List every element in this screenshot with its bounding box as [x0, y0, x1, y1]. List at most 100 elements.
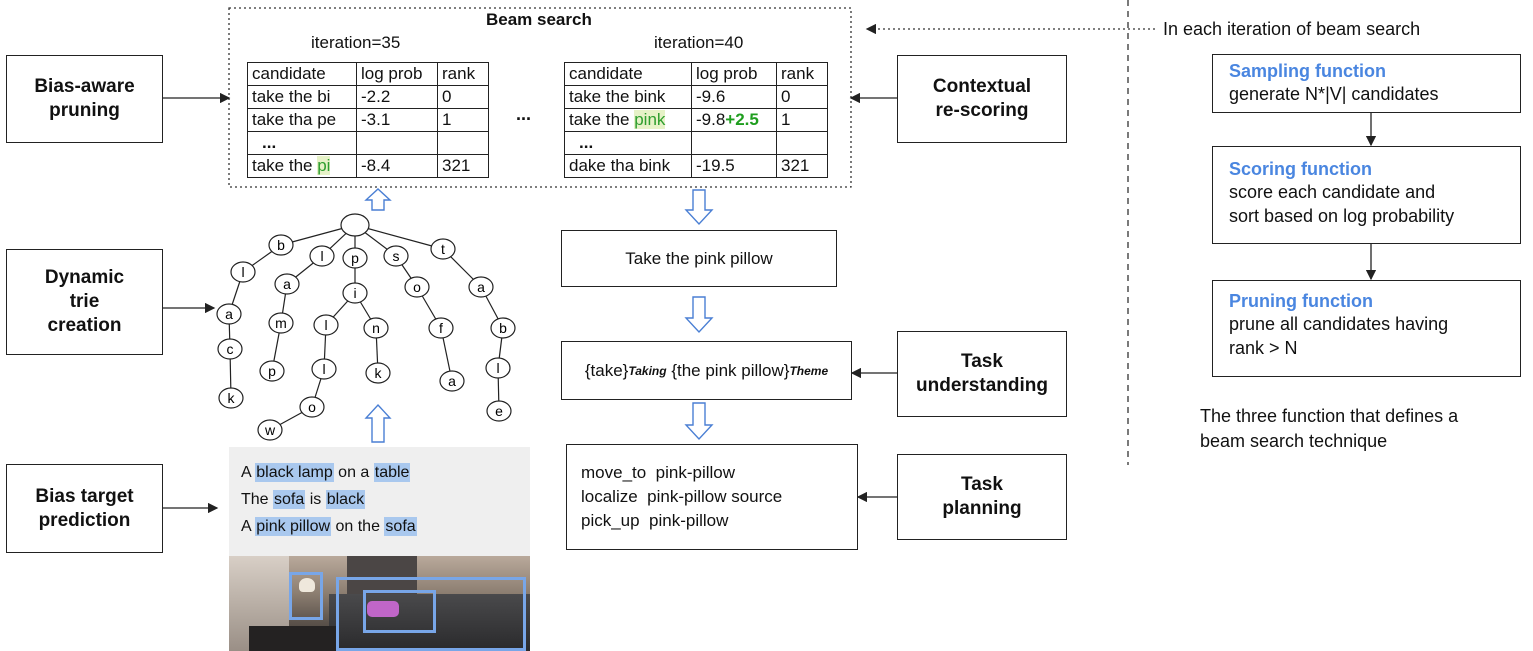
- scene-word: A: [241, 464, 256, 481]
- frame-theme-role: Theme: [789, 363, 829, 378]
- iteration-left: iteration=35: [311, 33, 401, 52]
- pink-pillow: [367, 601, 399, 617]
- header-logprob: log prob: [356, 62, 438, 86]
- cell: take the bink: [564, 85, 692, 109]
- highlight-text: pink: [634, 110, 666, 129]
- cell: -8.4: [356, 154, 438, 178]
- trie-letter: a: [225, 306, 233, 322]
- cell-text: -9.8: [696, 110, 726, 129]
- scene-line: A black lamp on a table: [241, 459, 530, 486]
- sofa: [329, 594, 530, 651]
- trie-node: p: [342, 247, 368, 269]
- trie-node: a: [274, 273, 300, 295]
- scene-highlight: sofa: [384, 517, 417, 536]
- scene-word: A: [241, 518, 256, 535]
- trie-node: b: [268, 234, 294, 256]
- table-row: ...: [564, 131, 828, 155]
- trie-letter: n: [372, 320, 380, 336]
- scene-word: on a: [333, 464, 374, 481]
- beam-table-right: candidate log prob rank take the bink -9…: [564, 62, 828, 178]
- cell: 321: [776, 154, 828, 178]
- plan-step: pick_up pink-pillow: [581, 511, 729, 530]
- plan-box: move_to pink-pillow localize pink-pillow…: [566, 444, 858, 550]
- trie-letter: i: [353, 285, 356, 301]
- label-line: Task: [961, 351, 1003, 372]
- plan-step: localize pink-pillow source: [581, 487, 783, 506]
- label-line: Bias-aware: [34, 76, 135, 97]
- caption-line: The three function that defines a: [1200, 406, 1459, 426]
- cell: 321: [437, 154, 489, 178]
- trie-node: m: [268, 312, 294, 334]
- table-row: take the pi -8.4 321: [247, 154, 489, 178]
- trie-letter: o: [308, 399, 316, 415]
- frame-take-role: Taking: [628, 363, 667, 378]
- cell: take the pi: [247, 154, 357, 178]
- recognized-text-box: Take the pink pillow: [561, 230, 837, 287]
- hollow-arrow-down-2: [684, 296, 714, 334]
- beam-table-left: candidate log prob rank take the bi -2.2…: [247, 62, 489, 178]
- scene-highlight: pink pillow: [255, 517, 332, 536]
- cell: take tha pe: [247, 108, 357, 132]
- header-rank: rank: [776, 62, 828, 86]
- frame-theme: {the pink pillow}: [671, 360, 790, 380]
- scene-word: The: [241, 491, 274, 508]
- cell: [776, 131, 828, 155]
- table-header-row: candidate log prob rank: [564, 62, 828, 86]
- trie-letter: b: [499, 320, 507, 336]
- ellipsis: ...: [516, 104, 532, 124]
- trie-letter: c: [227, 341, 234, 357]
- trie-node: o: [299, 396, 325, 418]
- cell: [437, 131, 489, 155]
- scene-highlight: sofa: [273, 490, 306, 509]
- cell: dake tha bink: [564, 154, 692, 178]
- label-line: Task: [961, 474, 1003, 495]
- bbox-pillow: [363, 590, 436, 633]
- label-line: prediction: [38, 509, 131, 531]
- step-title: Scoring function: [1229, 159, 1372, 179]
- side-heading: In each iteration of beam search: [1163, 19, 1421, 39]
- trie-letter: l: [496, 360, 499, 376]
- step-sampling: Sampling function generate N*|V| candida…: [1212, 54, 1521, 113]
- cell: take the pink: [564, 108, 692, 132]
- step-body: score each candidate and: [1229, 182, 1436, 202]
- trie-letter: m: [275, 315, 287, 331]
- cell-text: take the: [252, 156, 318, 175]
- cell: 1: [776, 108, 828, 132]
- trie-letter: f: [439, 320, 443, 336]
- label-line: Dynamic: [44, 267, 125, 288]
- trie-letter: o: [413, 279, 421, 295]
- trie-letter: a: [477, 279, 485, 295]
- trie-letter: k: [228, 390, 236, 406]
- cell: -3.1: [356, 108, 438, 132]
- label-line: Bias target: [35, 485, 134, 507]
- scene-description: A black lamp on a table The sofa is blac…: [229, 447, 530, 556]
- trie-letter: t: [441, 241, 445, 257]
- label-line: Contextual: [932, 76, 1032, 97]
- trie-letter: l: [320, 248, 323, 264]
- label-line: re-scoring: [935, 100, 1029, 121]
- table-row: take the bink -9.6 0: [564, 85, 828, 109]
- cell: 1: [437, 108, 489, 132]
- header-rank: rank: [437, 62, 489, 86]
- hollow-arrow-up-trie: [364, 188, 392, 211]
- scene-highlight: black: [325, 490, 366, 509]
- frame-take: {take}: [584, 360, 629, 380]
- window-frame: [347, 556, 417, 596]
- trie-letter: b: [277, 237, 285, 253]
- caption-line: beam search technique: [1200, 431, 1388, 451]
- scene-line: The sofa is black: [241, 486, 530, 513]
- trie-node: p: [259, 360, 285, 382]
- recognized-text: Take the pink pillow: [625, 248, 773, 268]
- table-row: dake tha bink -19.5 321: [564, 154, 828, 178]
- cell: ...: [564, 131, 692, 155]
- step-pruning: Pruning function prune all candidates ha…: [1212, 280, 1521, 377]
- bbox-sofa: [336, 577, 526, 651]
- trie-node: n: [363, 317, 389, 339]
- header-candidate: candidate: [247, 62, 357, 86]
